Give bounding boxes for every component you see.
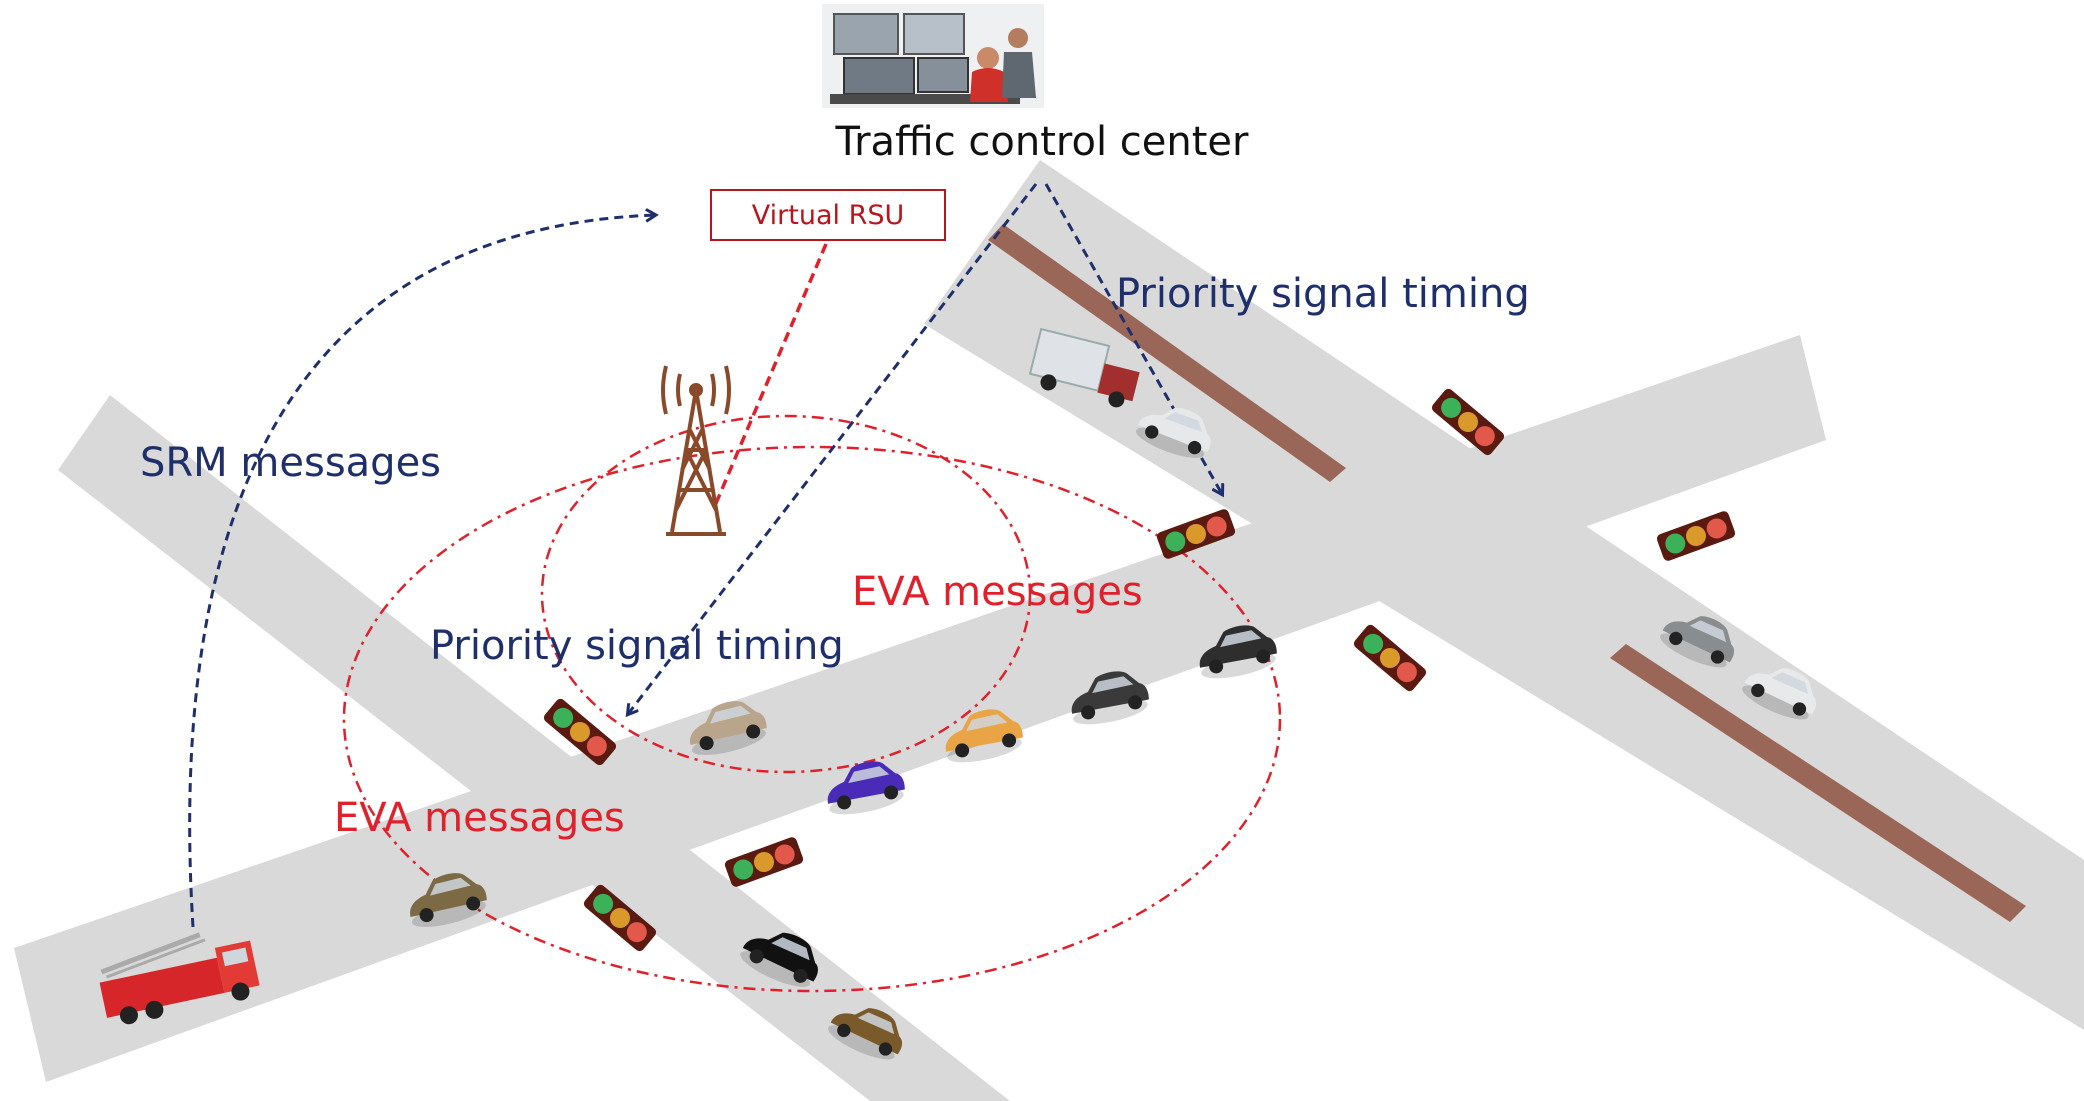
srm-messages-label: SRM messages — [140, 440, 442, 486]
eva-range-outer — [342, 445, 1282, 993]
priority-signal-timing-mid-label: Priority signal timing — [430, 623, 844, 669]
fire-truck-icon — [99, 932, 260, 1025]
traffic-light-icon — [1655, 509, 1737, 563]
median-strip-bottom — [1610, 644, 2026, 922]
priority-arrow-left — [628, 183, 1038, 714]
virtual-rsu-label: Virtual RSU — [751, 199, 905, 231]
roads — [14, 160, 2084, 1101]
radio-tower-icon — [661, 365, 731, 536]
eva-messages-right-label: EVA messages — [852, 569, 1143, 615]
priority-signal-timing-top-label: Priority signal timing — [1116, 271, 1530, 317]
vehicles — [99, 327, 1826, 1067]
delivery-truck-icon — [1028, 327, 1140, 408]
rsu-link-line — [712, 243, 828, 509]
srm-arrow — [188, 215, 655, 928]
traffic-control-center-label: Traffic control center — [835, 119, 1249, 165]
traffic-light-icon — [723, 835, 805, 889]
median-strip-top — [988, 224, 1346, 482]
left-cross-road — [58, 395, 1010, 1101]
traffic-light-icon — [1351, 622, 1429, 694]
eva-messages-left-label: EVA messages — [334, 795, 625, 841]
eva-range-inner — [540, 414, 1032, 774]
control-room-photo — [822, 4, 1044, 108]
virtual-rsu-box: Virtual RSU — [710, 189, 946, 241]
